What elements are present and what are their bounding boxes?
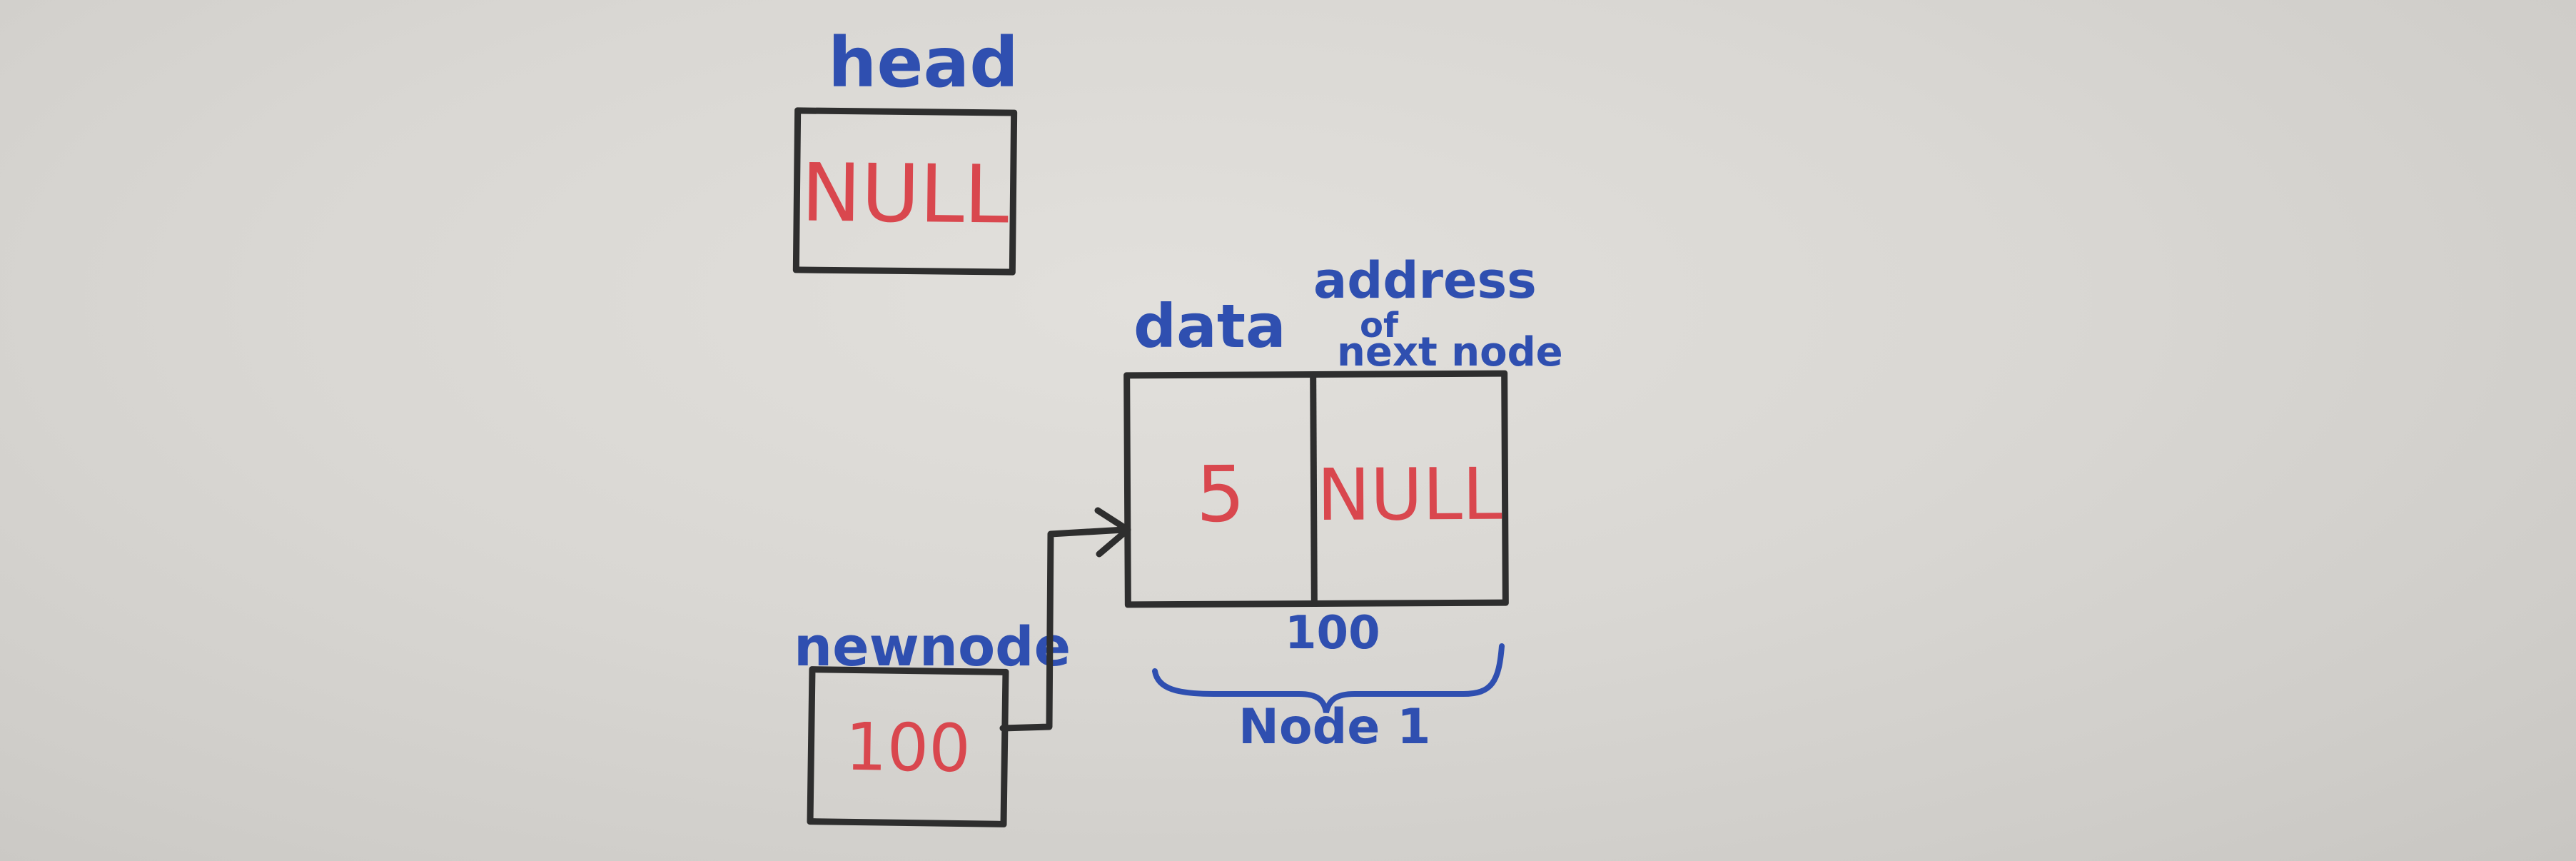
node1-address: 100 xyxy=(1285,607,1380,660)
next-address-label-line2: of xyxy=(1360,306,1398,346)
newnode-label: newnode xyxy=(794,615,1071,678)
next-address-label-line1: address xyxy=(1313,251,1537,310)
data-label: data xyxy=(1133,291,1286,361)
next-address-label-line3: next node xyxy=(1337,329,1563,376)
head-label: head xyxy=(828,23,1019,103)
node1-caption: Node 1 xyxy=(1238,699,1431,755)
